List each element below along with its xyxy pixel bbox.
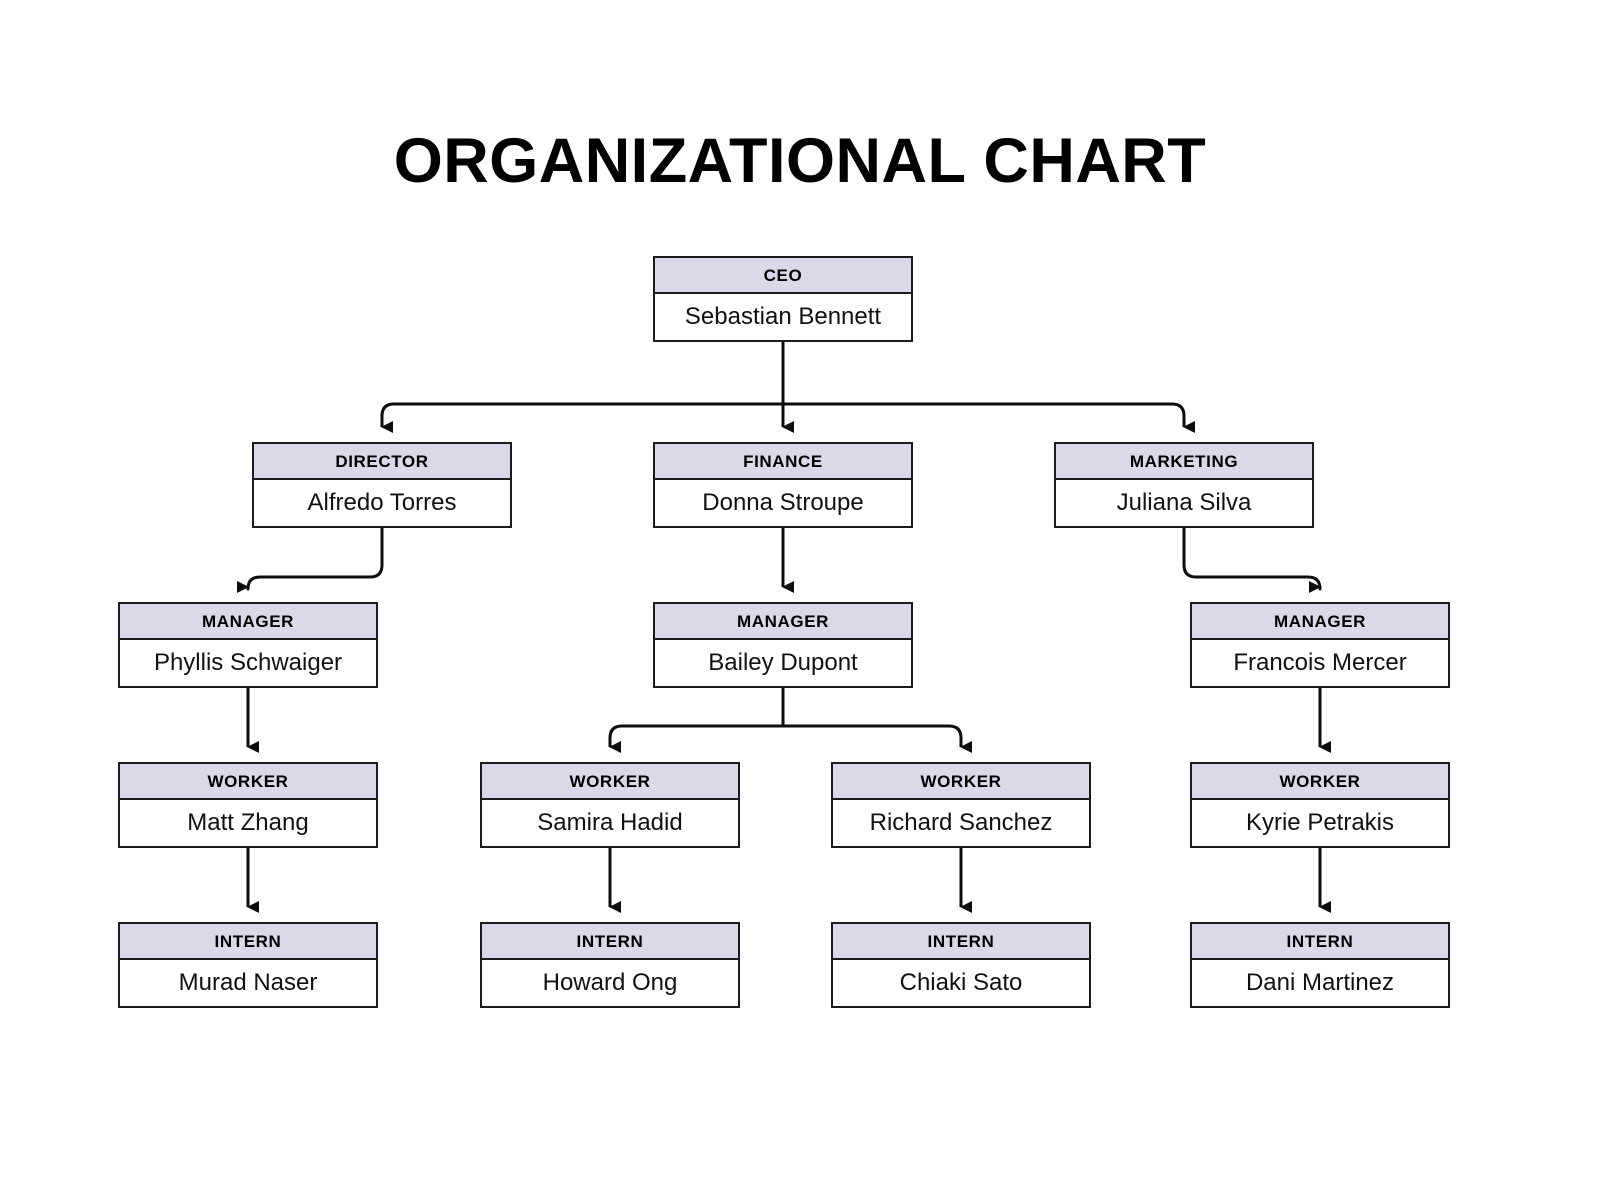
org-node-name: Richard Sanchez xyxy=(833,800,1089,846)
org-node-intern-2[interactable]: INTERN Howard Ong xyxy=(480,922,740,1008)
org-node-name: Murad Naser xyxy=(120,960,376,1006)
org-node-name: Dani Martinez xyxy=(1192,960,1448,1006)
org-node-role: CEO xyxy=(655,258,911,294)
org-node-role: MANAGER xyxy=(1192,604,1448,640)
org-node-marketing[interactable]: MARKETING Juliana Silva xyxy=(1054,442,1314,528)
org-node-intern-4[interactable]: INTERN Dani Martinez xyxy=(1190,922,1450,1008)
org-node-name: Matt Zhang xyxy=(120,800,376,846)
page-title: ORGANIZATIONAL CHART xyxy=(393,126,1207,196)
org-node-role: MANAGER xyxy=(120,604,376,640)
org-node-manager-3[interactable]: MANAGER Francois Mercer xyxy=(1190,602,1450,688)
org-node-role: INTERN xyxy=(1192,924,1448,960)
org-node-intern-3[interactable]: INTERN Chiaki Sato xyxy=(831,922,1091,1008)
org-node-name: Samira Hadid xyxy=(482,800,738,846)
org-node-role: WORKER xyxy=(120,764,376,800)
org-node-role: DIRECTOR xyxy=(254,444,510,480)
edge-director-to-manager1 xyxy=(237,526,384,593)
edge-ceo-to-marketing xyxy=(783,402,1195,433)
org-node-role: FINANCE xyxy=(655,444,911,480)
edge-manager2-to-worker2 xyxy=(608,724,783,753)
org-node-name: Kyrie Petrakis xyxy=(1192,800,1448,846)
org-node-role: INTERN xyxy=(833,924,1089,960)
org-node-director[interactable]: DIRECTOR Alfredo Torres xyxy=(252,442,512,528)
org-node-role: MARKETING xyxy=(1056,444,1312,480)
org-node-name: Bailey Dupont xyxy=(655,640,911,686)
org-node-role: WORKER xyxy=(482,764,738,800)
edge-marketing-to-manager3 xyxy=(1182,526,1322,593)
edge-manager2-to-worker3 xyxy=(783,724,972,753)
org-node-role: INTERN xyxy=(482,924,738,960)
org-node-ceo[interactable]: CEO Sebastian Bennett xyxy=(653,256,913,342)
org-node-role: INTERN xyxy=(120,924,376,960)
org-node-worker-3[interactable]: WORKER Richard Sanchez xyxy=(831,762,1091,848)
org-node-name: Howard Ong xyxy=(482,960,738,1006)
org-node-role: MANAGER xyxy=(655,604,911,640)
edge-ceo-to-director xyxy=(380,402,783,433)
org-node-name: Chiaki Sato xyxy=(833,960,1089,1006)
org-node-name: Alfredo Torres xyxy=(254,480,510,526)
org-node-intern-1[interactable]: INTERN Murad Naser xyxy=(118,922,378,1008)
org-node-finance[interactable]: FINANCE Donna Stroupe xyxy=(653,442,913,528)
org-node-worker-1[interactable]: WORKER Matt Zhang xyxy=(118,762,378,848)
org-node-name: Sebastian Bennett xyxy=(655,294,911,340)
org-node-name: Juliana Silva xyxy=(1056,480,1312,526)
org-node-name: Donna Stroupe xyxy=(655,480,911,526)
org-node-worker-4[interactable]: WORKER Kyrie Petrakis xyxy=(1190,762,1450,848)
org-node-worker-2[interactable]: WORKER Samira Hadid xyxy=(480,762,740,848)
org-node-role: WORKER xyxy=(1192,764,1448,800)
org-node-name: Francois Mercer xyxy=(1192,640,1448,686)
org-node-name: Phyllis Schwaiger xyxy=(120,640,376,686)
org-node-manager-2[interactable]: MANAGER Bailey Dupont xyxy=(653,602,913,688)
org-node-role: WORKER xyxy=(833,764,1089,800)
org-node-manager-1[interactable]: MANAGER Phyllis Schwaiger xyxy=(118,602,378,688)
